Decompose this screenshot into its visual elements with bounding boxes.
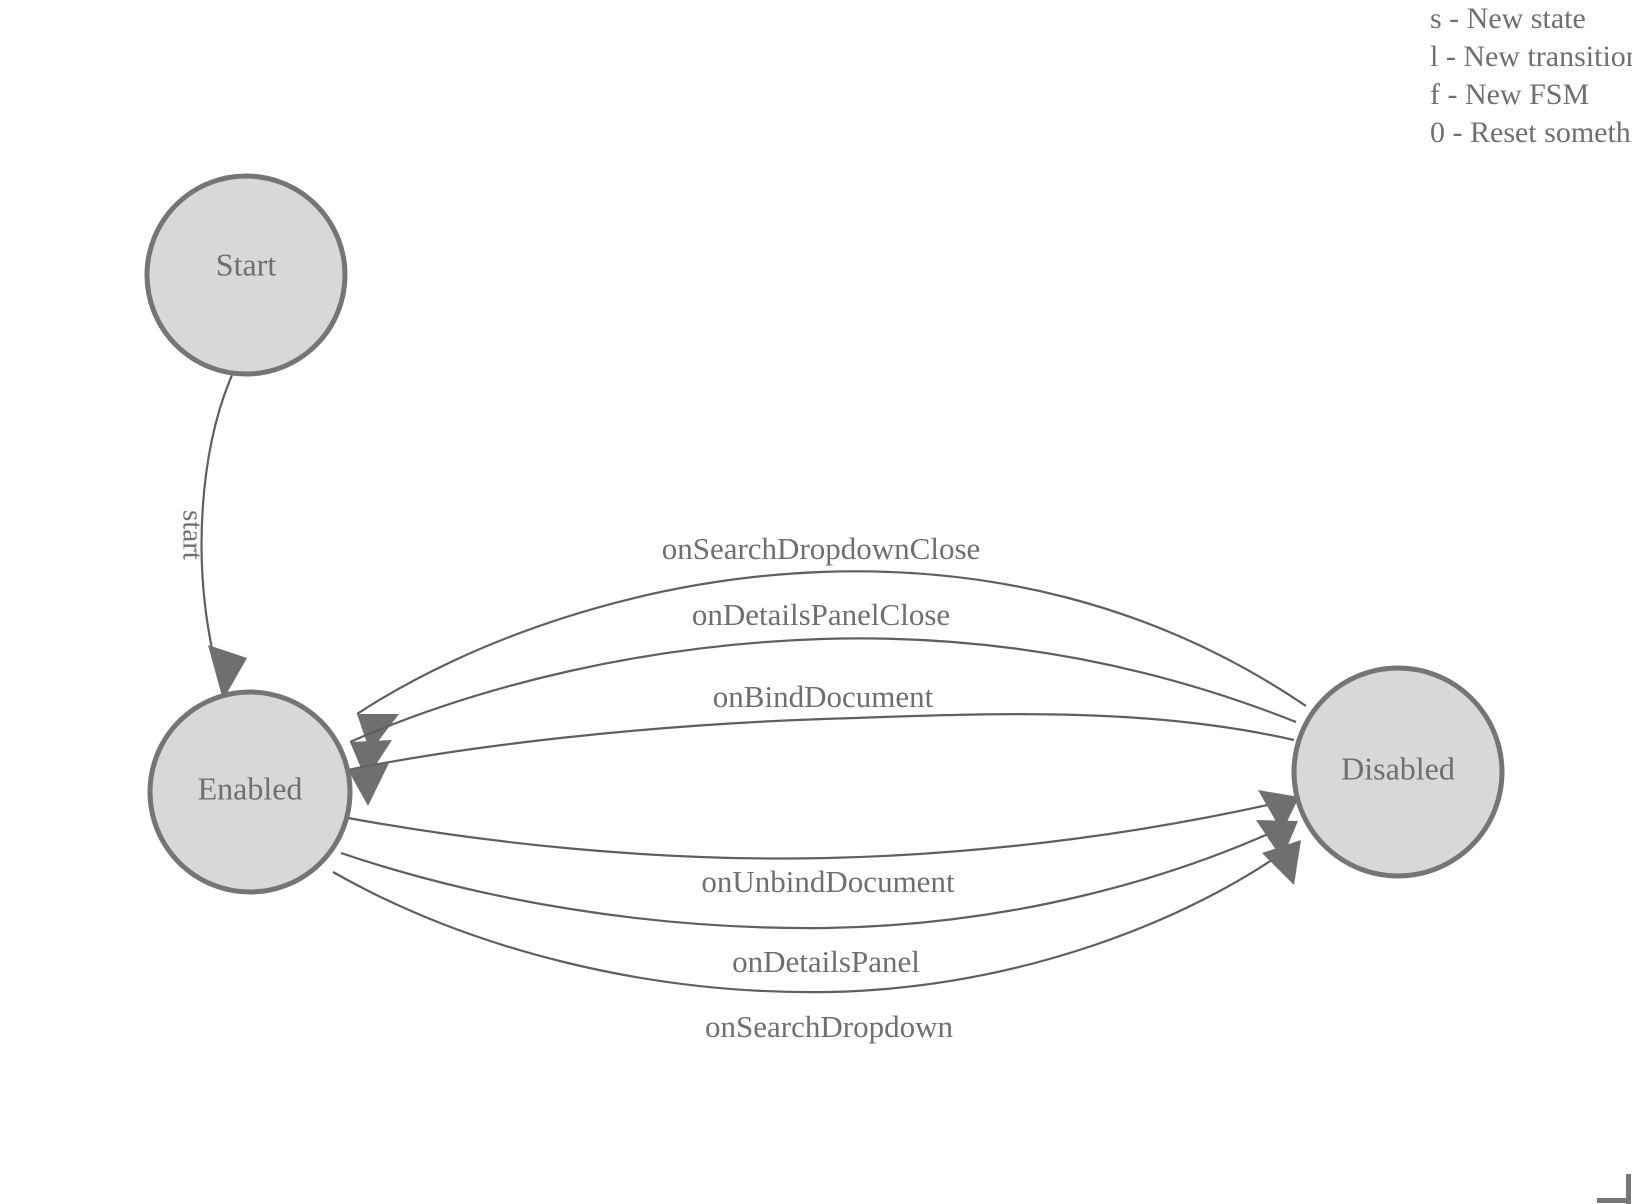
state-node-circle — [147, 689, 353, 895]
edge-onBindDocument[interactable]: onBindDocument — [347, 679, 1295, 806]
edge-label: onDetailsPanel — [732, 944, 920, 979]
edge-onSearchDropdown[interactable]: onSearchDropdown — [332, 840, 1301, 1044]
edge-path — [347, 713, 1295, 772]
vertical-scrollbar-thumb[interactable] — [1626, 1174, 1631, 1204]
edge-label: onUnbindDocument — [701, 864, 955, 899]
edge-start[interactable]: start — [176, 374, 247, 700]
edge-path — [349, 637, 1297, 744]
edge-path — [347, 798, 1291, 860]
edge-arrowhead — [348, 763, 389, 806]
edge-arrowhead — [350, 740, 392, 780]
edge-onUnbindDocument[interactable]: onUnbindDocument — [347, 790, 1299, 899]
edge-onDetailsPanel[interactable]: onDetailsPanel — [340, 820, 1298, 979]
edge-label: start — [176, 510, 208, 560]
edge-path — [356, 570, 1307, 715]
horizontal-scrollbar-thumb[interactable] — [1597, 1198, 1631, 1203]
edge-arrowhead — [1258, 790, 1299, 832]
edge-path — [332, 845, 1293, 994]
edge-label: onSearchDropdownClose — [662, 531, 981, 566]
edge-arrowhead — [1262, 840, 1301, 885]
edge-label: onBindDocument — [713, 679, 934, 714]
edge-label: onDetailsPanelClose — [692, 597, 950, 632]
state-node-label: Start — [216, 246, 277, 282]
edge-onDetailsPanelClose[interactable]: onDetailsPanelClose — [349, 597, 1297, 780]
edge-arrowhead — [1256, 820, 1298, 859]
state-node-enabled[interactable]: Enabled — [147, 689, 353, 895]
edge-label: onSearchDropdown — [705, 1009, 953, 1044]
state-node-start[interactable]: Start — [144, 173, 348, 377]
edge-arrowhead — [208, 645, 247, 700]
state-node-circle — [144, 173, 348, 377]
edge-path — [200, 374, 234, 659]
state-node-label: Enabled — [198, 770, 303, 806]
scrollbar-corner[interactable] — [1597, 1174, 1632, 1204]
edge-path — [340, 824, 1289, 930]
state-node-circle — [1291, 665, 1505, 879]
state-node-label: Disabled — [1341, 750, 1455, 786]
state-node-disabled[interactable]: Disabled — [1291, 665, 1505, 879]
